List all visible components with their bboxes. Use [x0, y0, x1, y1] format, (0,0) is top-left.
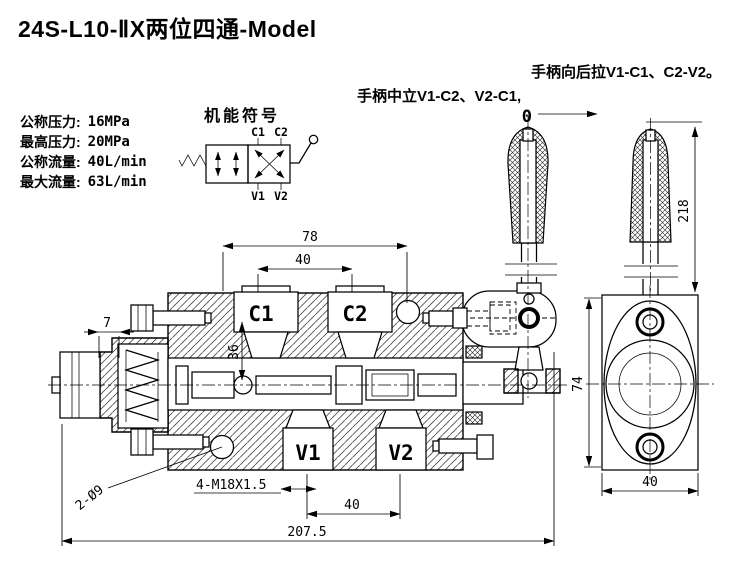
handle-front [505, 126, 557, 294]
dim-body-width: 40 [642, 475, 658, 490]
side-view [586, 118, 714, 482]
port-label-c1: C1 [248, 302, 273, 326]
mounting-bolt [432, 434, 494, 460]
port-label-c2: C2 [342, 302, 367, 326]
handle-clevis [461, 290, 557, 348]
front-section-view [48, 116, 568, 471]
port-label-v2: V2 [388, 441, 413, 465]
spec-row-max-pressure: 最高压力: 20MPa [20, 132, 147, 152]
dim-port-spacing-top: 40 [295, 253, 311, 268]
mounting-bolt [130, 428, 210, 456]
mounting-bolt [422, 307, 468, 329]
lever-icon [290, 134, 319, 164]
page-title: 24S-L10-ⅡX两位四通-Model [18, 16, 317, 42]
dim-handle-height: 218 [677, 199, 692, 222]
spec-row-nominal-flow: 公称流量: 40L/min [20, 152, 147, 172]
annotation-handle-neutral: 手柄中立V1-C2、V2-C1, [357, 88, 522, 105]
port-v1-boss [282, 427, 334, 471]
spec-value: 40L/min [87, 154, 147, 170]
mounting-bolt [130, 304, 212, 332]
handle-side [624, 128, 678, 295]
handle-zero-position: 0 [522, 107, 532, 127]
annotation-handle-pull-back: 手柄向后拉V1-C1、C2-V2。 [531, 64, 722, 81]
dim-top-span: 78 [302, 230, 318, 245]
dim-overall-length: 207.5 [287, 525, 326, 540]
dim-axis-depth: 36 [227, 344, 242, 360]
spec-label: 公称压力: [20, 114, 81, 130]
spec-label: 最大流量: [20, 174, 81, 190]
handle-pivot-pin [518, 307, 540, 329]
spec-row-max-flow: 最大流量: 63L/min [20, 172, 147, 192]
spec-label: 最高压力: [20, 134, 81, 150]
symbol-port-c2: C2 [274, 125, 288, 139]
symbol-port-v2: V2 [274, 189, 288, 203]
dim-left-offset: 7 [103, 316, 111, 331]
mounting-hole [395, 299, 421, 325]
dim-thread-callout: 4-M18X1.5 [196, 478, 266, 493]
symbol-port-v1: V1 [251, 189, 265, 203]
symbol-section-title: 机能符号 [204, 108, 281, 125]
spec-value: 63L/min [87, 174, 147, 190]
spring-return-icon [178, 154, 207, 167]
seal [465, 411, 483, 425]
dim-port-spacing-bottom: 40 [344, 498, 360, 513]
spec-label: 公称流量: [20, 154, 81, 170]
port-label-v1: V1 [295, 441, 320, 465]
spec-value: 16MPa [87, 114, 130, 130]
hydraulic-symbol-diagram: C1 C2 V1 V2 [178, 125, 319, 203]
spec-row-nominal-pressure: 公称压力: 16MPa [20, 112, 147, 132]
spec-value: 20MPa [87, 134, 130, 150]
spec-list: 公称压力: 16MPa 最高压力: 20MPa 公称流量: 40L/min 最大… [20, 112, 147, 192]
dim-body-height: 74 [571, 376, 586, 392]
dim-holes-callout: 2-Ø9 [73, 483, 107, 514]
seal [465, 345, 483, 359]
symbol-port-c1: C1 [251, 125, 265, 139]
handle-ball-end [520, 372, 538, 390]
dimensions: 78 40 36 7 2-Ø9 4-M18X1.5 [61, 107, 702, 546]
port-v2-boss [375, 427, 427, 471]
